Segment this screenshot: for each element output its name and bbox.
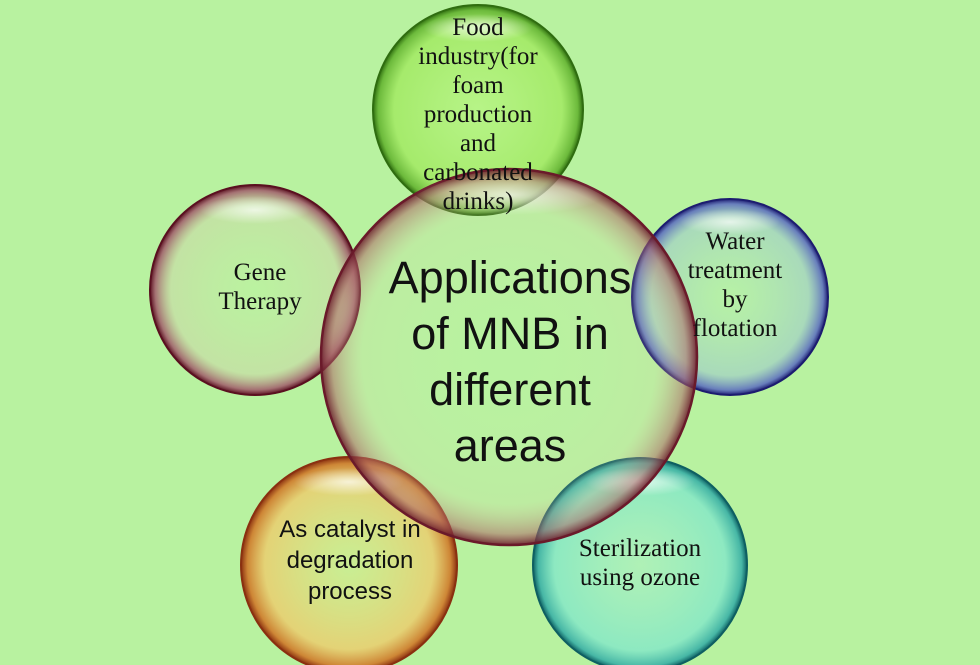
center-bubble — [319, 167, 699, 547]
gene-therapy-bubble — [149, 184, 361, 396]
food-industry-label: Food industry(for foam production and ca… — [418, 13, 538, 215]
gene-therapy-label: Gene Therapy — [218, 259, 302, 315]
catalyst-label: As catalyst in degradation process — [279, 515, 421, 605]
sterilization-label: Sterilization using ozone — [578, 535, 702, 591]
water-treatment-label: Water treatment by flotation — [687, 228, 783, 342]
center-title: Applications of MNB in different areas — [388, 252, 632, 471]
food-industry-bubble — [372, 4, 584, 216]
